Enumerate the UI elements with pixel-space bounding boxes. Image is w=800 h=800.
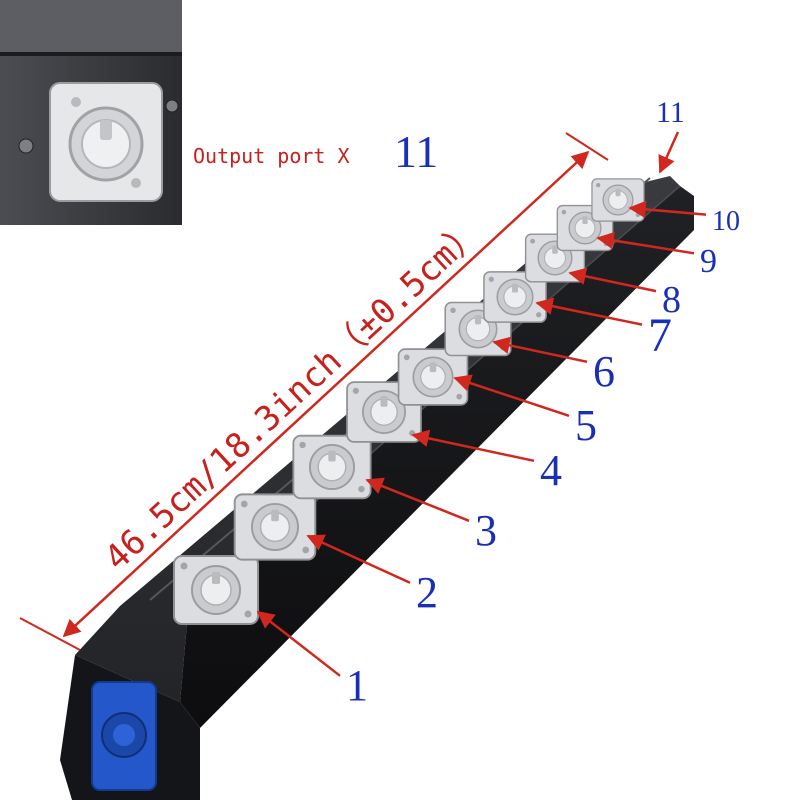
port-number-label: 6 [593, 347, 615, 396]
callout-arrow [492, 336, 588, 364]
port-number-label: 3 [475, 506, 497, 555]
port-number-label: 4 [540, 446, 562, 495]
callout-arrow [658, 131, 680, 174]
inset-caption: Output port X [193, 144, 350, 168]
callout-arrow [256, 610, 341, 677]
port-number-label: 1 [346, 661, 368, 710]
output-connector [591, 178, 645, 222]
port-number-label: 5 [575, 401, 597, 450]
callout-arrow [596, 231, 695, 255]
callout-arrow [568, 267, 657, 293]
callout-arrow [411, 429, 535, 463]
output-connector [233, 493, 317, 561]
callout-arrow [628, 200, 707, 219]
output-connectors [173, 178, 645, 625]
input-connector [91, 681, 157, 791]
callout-arrow [535, 297, 643, 326]
inset-port-count: 11 [394, 126, 438, 177]
port-number-label: 9 [700, 243, 717, 280]
port-number-label: 8 [662, 279, 681, 321]
output-connector [397, 348, 469, 406]
dimension-arrow [62, 150, 590, 638]
callout-arrow [453, 374, 570, 417]
output-connector [173, 555, 259, 625]
port-number-label: 2 [416, 568, 438, 617]
callout-arrow [365, 477, 470, 522]
output-connector [292, 434, 372, 500]
port-number-label: 10 [712, 206, 740, 237]
inset-photo [0, 0, 182, 225]
callout-arrow [306, 534, 411, 584]
port-number-label: 7 [648, 309, 672, 362]
port-number-label: 11 [656, 96, 685, 129]
